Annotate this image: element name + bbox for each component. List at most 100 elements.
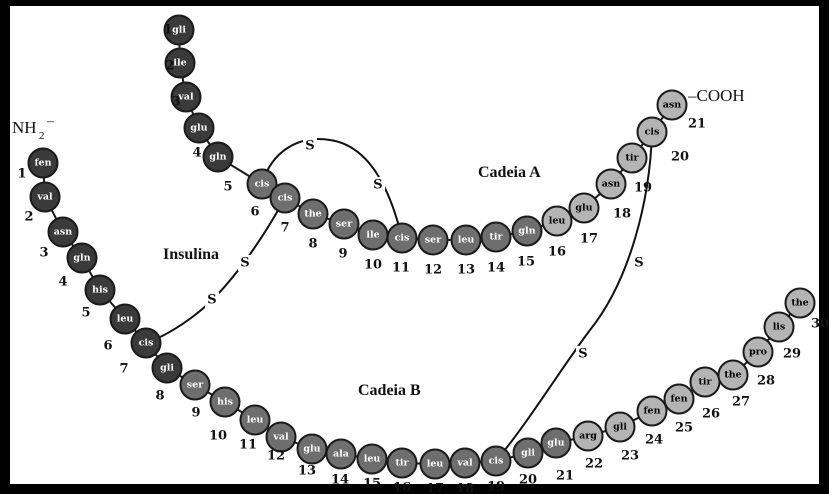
chain-b-residue-bead [480, 445, 512, 477]
chain-b-residue: ser [179, 369, 211, 401]
chain-b-residue: his [84, 274, 116, 306]
sulfur-label: S [207, 293, 216, 308]
chain-b-residue-bead [84, 274, 116, 306]
chain-a-residue-number: 18 [613, 207, 631, 222]
chain-b-residue-number: 4 [58, 275, 67, 290]
bridge-a6-a11 [261, 138, 403, 239]
chain-a-residue-number: 3 [171, 95, 180, 110]
chain-b-residue-name: gli [613, 422, 627, 433]
chain-a-residue-number: 10 [364, 258, 382, 273]
chain-a-residue-name: leu [549, 216, 566, 227]
chain-b-residue-number: 11 [239, 438, 257, 453]
sulfur-label: S [373, 178, 382, 193]
chain-a-residue-name: tir [625, 153, 639, 164]
chain-b-residue-number: 1 [17, 167, 26, 182]
chain-a-residue-bead [183, 112, 215, 144]
chain-b-residue-bead [151, 352, 183, 384]
chain-a-residue-bead [246, 168, 278, 200]
chain-b-residue-name: arg [579, 431, 597, 442]
chain-b-residue-number: 30 [811, 317, 829, 332]
chain-a-residue-name: ser [425, 235, 442, 246]
chain-b-residue: val [29, 181, 61, 213]
amino-terminus-label: NH 2 – [12, 114, 55, 142]
chain-a-residue-number: 12 [424, 263, 442, 278]
chain-a-residue-name: cis [278, 193, 293, 204]
carboxyl-terminus-label: –COOH [687, 86, 745, 105]
chain-b-residue-name: ala [333, 449, 349, 460]
chain-a-residue-number: 19 [634, 181, 652, 196]
chain-b-residue: glu [296, 433, 328, 465]
chain-a-residue-number: 9 [338, 247, 347, 262]
chain-b-residue: leu [109, 303, 141, 335]
chain-b-residue-number: 17 [426, 482, 444, 494]
chain-b-residue-name: tir [698, 377, 712, 388]
chain-b-residue-number: 16 [393, 481, 411, 494]
chain-b-residue: val [449, 447, 481, 479]
chain-a-residue-name: gln [209, 152, 226, 163]
chain-b-residue: fen [636, 395, 668, 427]
chain-b-residue: fen [27, 147, 59, 179]
chain-b-residue-bead [325, 438, 357, 470]
chain-b-residue-number: 28 [757, 374, 775, 389]
chain-b-residue-bead [636, 395, 668, 427]
chain-a-residue: the [297, 198, 329, 230]
sulfur-label: S [634, 256, 643, 271]
nh2-subscript: 2 [39, 130, 45, 142]
chain-b-residue-name: val [36, 192, 53, 203]
chain-a-residue: ser [417, 224, 449, 256]
chain-b-residue: gli [604, 411, 636, 443]
chain-b-residue-name: leu [427, 459, 444, 470]
chain-a-residue-name: gli [172, 25, 186, 36]
chain-a-residue-bead [297, 198, 329, 230]
sulfur-label-gap [632, 255, 646, 271]
chain-a-residue-bead [202, 141, 234, 173]
chain-b-residue-bead [265, 421, 297, 453]
chain-b-residue-name: val [272, 432, 289, 443]
chain-a-residue-name: ile [366, 230, 379, 241]
chain-a-residue: leu [450, 224, 482, 256]
chain-b-residue-bead [130, 327, 162, 359]
chain-b-residue-bead [179, 369, 211, 401]
chain-b-residue-bead [47, 216, 79, 248]
chain-b-residue-number: 25 [675, 421, 693, 436]
chain-b-residue: gln [66, 242, 98, 274]
chain-b-residue: pro [742, 336, 774, 368]
chain-b-residue-name: leu [364, 454, 381, 465]
chain-a-residue: gln [202, 141, 234, 173]
chain-a-residue: asn [595, 168, 627, 200]
sulfur-label-gap [205, 292, 219, 308]
chain-a-residue-name: cis [395, 233, 410, 244]
chain-b-residue-number: 10 [209, 429, 227, 444]
chain-a-residue: glu [568, 192, 600, 224]
chain-b-residue-name: glu [303, 444, 320, 455]
chain-a-residue-number: 5 [223, 180, 232, 195]
chain-b-residue: tir [689, 366, 721, 398]
sulfur-label-gap [576, 346, 590, 362]
chain-b-residue: gli [151, 352, 183, 384]
chain-a-residue-name: asn [602, 179, 621, 190]
chain-a-residue: val [170, 81, 202, 113]
chain-b-residue-number: 26 [702, 407, 720, 422]
chain-a-residue-bead [417, 224, 449, 256]
chain-b-residue-number: 6 [103, 339, 112, 354]
chain-a-residue-number: 20 [671, 150, 689, 165]
chain-a-residue-name: glu [190, 123, 207, 134]
chain-a-residue-name: asn [663, 100, 682, 111]
chain-a-residue: asn [656, 89, 688, 121]
chain-a-residue-name: leu [458, 235, 475, 246]
chain-b-residue-name: gli [160, 363, 174, 374]
chain-b-residue-number: 8 [155, 389, 164, 404]
chain-a-residue-name: glu [575, 203, 592, 214]
chain-b-residue-number: 27 [732, 395, 750, 410]
chain-b-residue-bead [386, 447, 418, 479]
chain-b-residue-name: cis [489, 456, 504, 467]
chain-a-residue: leu [541, 205, 573, 237]
chain-b-residue-name: leu [117, 314, 134, 325]
chain-a-residue-bead [163, 14, 195, 46]
chain-a-residue-number: 7 [280, 221, 289, 236]
chain-a-residue-name: val [177, 92, 194, 103]
chain-a-residue-bead [656, 89, 688, 121]
chain-b-residue-bead [419, 448, 451, 480]
